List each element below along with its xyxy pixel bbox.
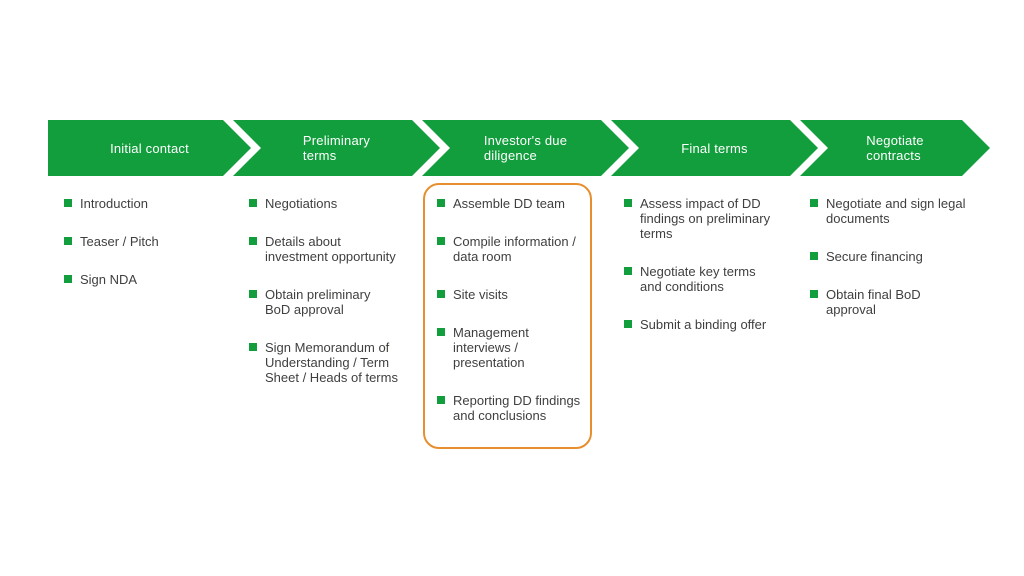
list-item-text: Site visits bbox=[453, 287, 508, 302]
bullet-square-icon bbox=[249, 237, 257, 245]
bullet-square-icon bbox=[624, 199, 632, 207]
list-item: Assemble DD team bbox=[437, 196, 587, 211]
bullet-square-icon bbox=[437, 396, 445, 404]
stage-arrow-preliminary-terms: Preliminary terms bbox=[233, 120, 440, 176]
stage-items-initial-contact: Introduction Teaser / Pitch Sign NDA bbox=[64, 196, 229, 287]
list-item-text: Sign NDA bbox=[80, 272, 138, 287]
list-item-text: Assess impact of DD findings on prelimin… bbox=[640, 196, 771, 241]
list-item-text: Submit a binding offer bbox=[640, 317, 767, 332]
list-item-text: Secure financing bbox=[826, 249, 923, 264]
bullet-square-icon bbox=[437, 290, 445, 298]
bullet-square-icon bbox=[64, 199, 72, 207]
stage-items-preliminary-terms: Negotiations Details about investment op… bbox=[249, 196, 399, 385]
list-item-text: Sign Memorandum of Understanding / Term … bbox=[265, 340, 398, 385]
list-item: Details about investment opportunity bbox=[249, 234, 399, 264]
list-item-text: Compile information / data room bbox=[453, 234, 576, 264]
list-item-text: Teaser / Pitch bbox=[80, 234, 159, 249]
list-item: Negotiations bbox=[249, 196, 399, 211]
list-item: Obtain preliminary BoD approval bbox=[249, 287, 399, 317]
stage-arrow-final-terms: Final terms bbox=[611, 120, 818, 176]
bullet-square-icon bbox=[437, 328, 445, 336]
list-item-text: Obtain preliminary BoD approval bbox=[265, 287, 371, 317]
list-item: Reporting DD findings and conclusions bbox=[437, 393, 587, 423]
list-item-text: Negotiate and sign legal documents bbox=[826, 196, 966, 226]
list-item-text: Obtain final BoD approval bbox=[826, 287, 921, 317]
bullet-square-icon bbox=[810, 252, 818, 260]
bullet-square-icon bbox=[437, 237, 445, 245]
list-item: Sign NDA bbox=[64, 272, 229, 287]
list-item-text: Negotiate key terms and conditions bbox=[640, 264, 756, 294]
list-item-text: Management interviews / presentation bbox=[453, 325, 529, 370]
bullet-square-icon bbox=[437, 199, 445, 207]
list-item-text: Reporting DD findings and conclusions bbox=[453, 393, 581, 423]
bullet-square-icon bbox=[64, 275, 72, 283]
list-item: Secure financing bbox=[810, 249, 966, 264]
list-item: Submit a binding offer bbox=[624, 317, 779, 332]
bullet-square-icon bbox=[810, 199, 818, 207]
bullet-square-icon bbox=[624, 320, 632, 328]
stage-banner: Initial contact Preliminary terms Invest… bbox=[48, 120, 990, 176]
list-item: Sign Memorandum of Understanding / Term … bbox=[249, 340, 399, 385]
stage-arrow-initial-contact: Initial contact bbox=[48, 120, 251, 176]
list-item: Site visits bbox=[437, 287, 587, 302]
bullet-square-icon bbox=[249, 290, 257, 298]
bullet-square-icon bbox=[64, 237, 72, 245]
stage-label-investors-due-diligence: Investor's due diligence bbox=[483, 133, 568, 163]
bullet-square-icon bbox=[249, 343, 257, 351]
due-diligence-highlight-box bbox=[423, 183, 592, 449]
stage-arrow-negotiate-contracts: Negotiate contracts bbox=[800, 120, 990, 176]
list-item: Management interviews / presentation bbox=[437, 325, 587, 370]
stage-items-negotiate-contracts: Negotiate and sign legal documents Secur… bbox=[810, 196, 966, 317]
bullet-square-icon bbox=[249, 199, 257, 207]
stage-items-investors-due-diligence: Assemble DD team Compile information / d… bbox=[437, 196, 587, 423]
stage-label-preliminary-terms: Preliminary terms bbox=[302, 133, 371, 163]
list-item-text: Negotiations bbox=[265, 196, 338, 211]
list-item: Negotiate and sign legal documents bbox=[810, 196, 966, 226]
stage-label-negotiate-contracts: Negotiate contracts bbox=[866, 133, 924, 163]
list-item: Compile information / data room bbox=[437, 234, 587, 264]
list-item: Assess impact of DD findings on prelimin… bbox=[624, 196, 779, 241]
stage-arrow-investors-due-diligence: Investor's due diligence bbox=[422, 120, 629, 176]
list-item: Obtain final BoD approval bbox=[810, 287, 966, 317]
stage-items-final-terms: Assess impact of DD findings on prelimin… bbox=[624, 196, 779, 332]
bullet-square-icon bbox=[624, 267, 632, 275]
list-item: Introduction bbox=[64, 196, 229, 211]
list-item: Teaser / Pitch bbox=[64, 234, 229, 249]
list-item-text: Assemble DD team bbox=[453, 196, 565, 211]
list-item-text: Introduction bbox=[80, 196, 148, 211]
stage-label-final-terms: Final terms bbox=[681, 140, 748, 156]
list-item: Negotiate key terms and conditions bbox=[624, 264, 779, 294]
stage-label-initial-contact: Initial contact bbox=[110, 140, 189, 156]
list-item-text: Details about investment opportunity bbox=[265, 234, 396, 264]
bullet-square-icon bbox=[810, 290, 818, 298]
